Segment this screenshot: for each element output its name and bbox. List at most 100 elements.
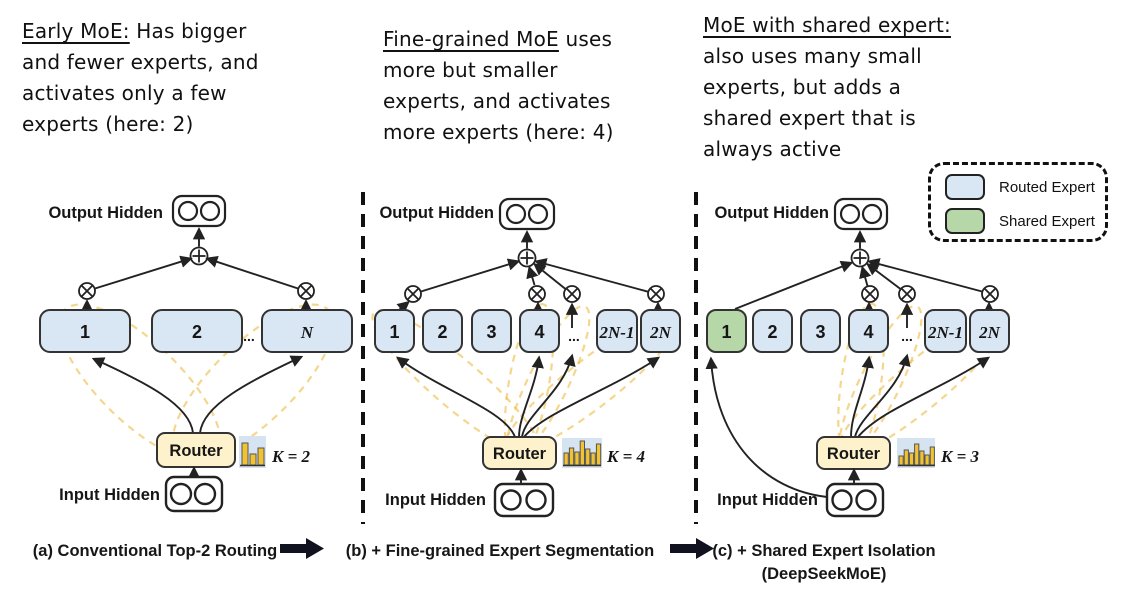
annotation-line: more but smaller (383, 58, 558, 82)
annotation-line: also uses many small (703, 44, 922, 68)
expert-box-2n-1: 2N-1 (596, 309, 638, 353)
expert-box-2: 2 (151, 309, 243, 353)
flow-arrow-icon (670, 538, 714, 559)
gate-to-sum-arrow (94, 255, 193, 290)
ellipsis-dots: ... (243, 328, 255, 344)
annotation-line: experts, and activates (383, 89, 611, 113)
router-to-expert-arrows (396, 353, 661, 438)
legend: Routed Expert Shared Expert (928, 162, 1108, 242)
expert-label: 1 (721, 322, 731, 342)
figure-captions: (a) Conventional Top-2 Routing (b) + Fin… (33, 538, 936, 583)
router-label: Router (169, 442, 223, 460)
expert-box-4: 4 (519, 309, 560, 353)
expert-label: 2 (437, 322, 447, 342)
expert-label: 2 (192, 322, 202, 342)
input-hidden-node (164, 475, 224, 513)
panel-b-fine-grained: Output Hidden (371, 197, 682, 518)
router-box: Router (482, 436, 557, 470)
gate-to-sum-arrow (205, 255, 299, 290)
legend-item-routed: Routed Expert (945, 174, 1095, 200)
expert-box-2n: 2N (969, 309, 1010, 353)
output-hidden-label: Output Hidden (714, 204, 829, 222)
times-circle-icon (647, 285, 665, 303)
top-k-label: K = 3 (940, 447, 980, 466)
routed-expert-swatch (945, 174, 985, 200)
input-hidden-label: Input Hidden (717, 491, 818, 509)
expert-box-2: 2 (752, 309, 793, 353)
annotation-line: Early MoE: Has bigger (22, 19, 247, 43)
gate-to-sum-arrow (534, 258, 649, 293)
times-circle-icon (981, 285, 999, 303)
legend-label: Routed Expert (999, 178, 1095, 196)
router-to-expert-arrows (91, 355, 304, 434)
router-to-expert-arrows (850, 353, 991, 438)
expert-label: 2N-1 (599, 323, 635, 342)
expert-box-2n: 2N (640, 309, 681, 353)
shared-expert-box-1: 1 (706, 309, 747, 353)
gate-to-sum-arrow (867, 258, 983, 293)
output-hidden-node (833, 197, 889, 231)
expert-label: 2N-1 (927, 323, 963, 342)
times-circle-icon (861, 285, 879, 303)
expert-box-1: 1 (374, 309, 415, 353)
legend-label: Shared Expert (999, 212, 1095, 230)
expert-label: N (300, 323, 314, 342)
top-k-label: K = 4 (606, 447, 645, 466)
annotation-line: experts, but adds a (703, 75, 902, 99)
expert-box-n: N (261, 309, 353, 353)
annotation-fine-grained-moe: Fine-grained MoE uses more but smaller e… (383, 24, 693, 148)
router-box: Router (156, 432, 236, 468)
expert-label: 4 (534, 322, 544, 342)
expert-label: 4 (863, 322, 873, 342)
annotation-line: experts (here: 2) (22, 112, 194, 136)
router-label: Router (493, 445, 547, 463)
times-circle-icon (404, 285, 422, 303)
expert-label: 3 (815, 322, 825, 342)
input-hidden-node (493, 482, 555, 518)
input-hidden-label: Input Hidden (59, 486, 160, 504)
annotation-early-moe: Early MoE: Has bigger and fewer experts,… (22, 16, 342, 140)
caption-a: (a) Conventional Top-2 Routing (33, 542, 277, 560)
input-hidden-label: Input Hidden (385, 491, 486, 509)
annotation-lead: Fine-grained MoE (383, 27, 559, 51)
expert-box-3: 3 (471, 309, 512, 353)
caption-b: (b) + Fine-grained Expert Segmentation (346, 542, 655, 560)
expert-to-gate-arrow (396, 300, 410, 314)
times-circle-icon (78, 282, 96, 300)
output-hidden-label: Output Hidden (48, 204, 163, 222)
expert-box-2n-1: 2N-1 (924, 309, 967, 353)
ellipsis-dots: ... (568, 328, 580, 344)
input-to-shared-expert-arrow (705, 356, 828, 498)
gate-to-sum-arrow (859, 265, 872, 287)
bar-chart-icon (562, 438, 602, 468)
annotation-shared-expert-moe: MoE with shared expert: also uses many s… (703, 10, 1033, 165)
bar-chart-icon (897, 438, 935, 468)
annotation-line: shared expert that is (703, 106, 916, 130)
annotation-line: activates only a few (22, 81, 227, 105)
times-circle-icon (528, 285, 546, 303)
expert-label: 2N (978, 323, 1001, 342)
shared-expert-to-sum-arrow (734, 260, 854, 310)
gate-to-sum-arrow (526, 265, 539, 286)
plus-circle-icon (189, 246, 209, 266)
expert-box-2: 2 (422, 309, 463, 353)
annotation-line: always active (703, 137, 842, 161)
plus-circle-icon (850, 248, 870, 268)
ellipsis-dots: ... (901, 328, 913, 344)
annotation-line: and fewer experts, and (22, 50, 259, 74)
annotation-lead: Early MoE: (22, 19, 130, 43)
output-hidden-node (171, 194, 227, 228)
legend-item-shared: Shared Expert (945, 208, 1095, 234)
expert-box-1: 1 (39, 309, 131, 353)
router-box: Router (816, 436, 891, 470)
gate-to-sum-arrow (420, 258, 521, 293)
top-k-label: K = 2 (271, 447, 311, 466)
expert-label: 1 (389, 322, 399, 342)
output-hidden-node (498, 197, 556, 231)
annotation-lead: MoE with shared expert: (703, 13, 951, 37)
annotation-line: Fine-grained MoE uses (383, 27, 613, 51)
expert-label: 2N (649, 323, 672, 342)
caption-c: (c) + Shared Expert Isolation (712, 542, 935, 560)
